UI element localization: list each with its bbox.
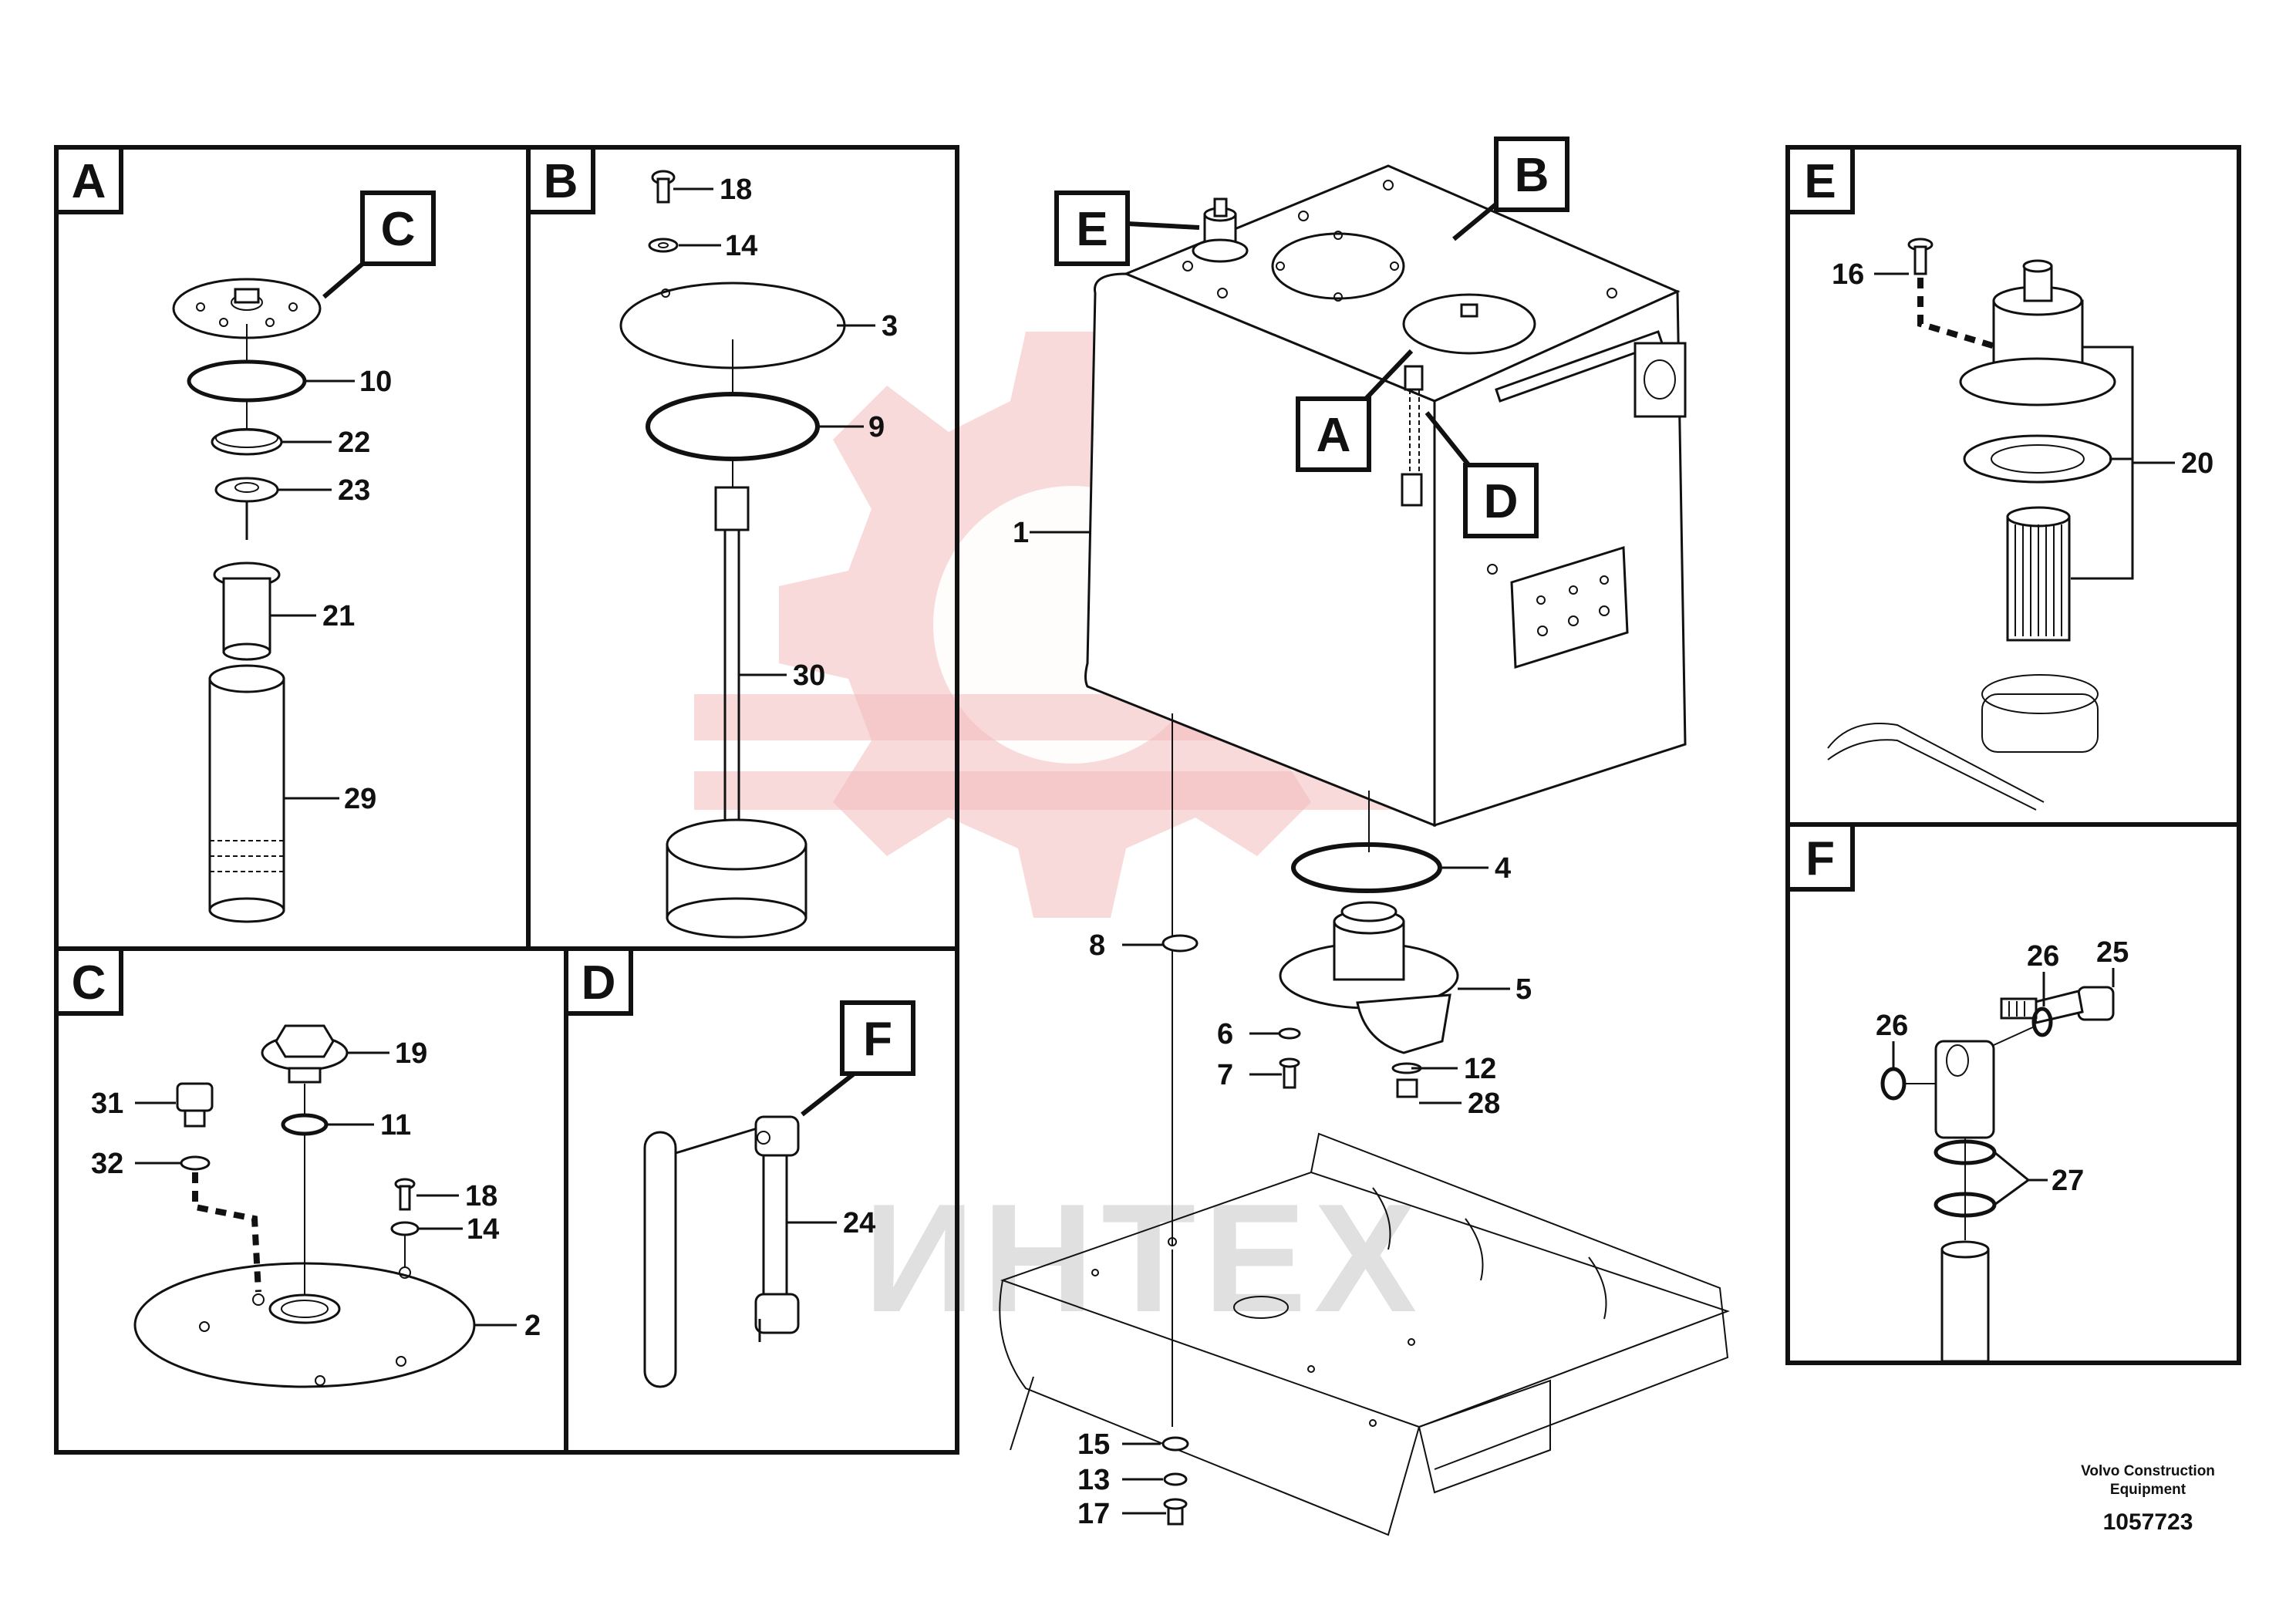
suction-labels: 4 5 8 6 7 12 28 1 <box>1013 517 1532 1120</box>
panel-a-frame <box>54 145 531 951</box>
panel-d-parts <box>643 1115 800 1388</box>
svg-text:17: 17 <box>1077 1498 1110 1530</box>
svg-text:F: F <box>863 1013 892 1066</box>
mounting-frame <box>999 1132 1730 1536</box>
svg-text:C: C <box>72 956 106 1010</box>
svg-text:7: 7 <box>1217 1059 1233 1091</box>
svg-text:14: 14 <box>467 1213 499 1246</box>
panel-b-parts <box>619 170 846 939</box>
svg-text:21: 21 <box>322 600 355 632</box>
svg-text:26: 26 <box>1876 1010 1908 1042</box>
panel-d-frame <box>564 946 959 1455</box>
panel-f-frame <box>1785 822 2241 1365</box>
callout-main-b[interactable]: B <box>1452 137 1569 241</box>
panel-b-title: B <box>526 145 595 214</box>
callout-panel-a-ref-c[interactable]: C <box>322 191 436 299</box>
svg-text:23: 23 <box>338 474 370 507</box>
panel-f-parts <box>1880 986 2115 1363</box>
panel-a-title: A <box>54 145 123 214</box>
svg-text:20: 20 <box>2181 447 2213 480</box>
svg-text:32: 32 <box>91 1148 123 1180</box>
panel-a-parts <box>172 278 322 923</box>
svg-text:18: 18 <box>465 1180 497 1212</box>
callout-main-d[interactable]: D <box>1424 411 1539 538</box>
panel-e-title: E <box>1785 145 1855 214</box>
svg-text:30: 30 <box>793 659 825 692</box>
svg-text:A: A <box>1317 409 1351 462</box>
callout-panel-d-ref-f[interactable]: F <box>801 1000 915 1117</box>
panel-c-title: C <box>54 946 123 1016</box>
panel-e-labels: 16 20 <box>1832 258 2213 480</box>
svg-text:16: 16 <box>1832 258 1864 291</box>
svg-text:13: 13 <box>1077 1464 1110 1496</box>
svg-text:15: 15 <box>1077 1428 1110 1461</box>
svg-text:D: D <box>1484 475 1519 528</box>
svg-text:19: 19 <box>395 1037 427 1070</box>
svg-text:1: 1 <box>1013 517 1029 549</box>
svg-text:A: A <box>72 155 106 208</box>
svg-text:5: 5 <box>1515 973 1532 1006</box>
suction-parts <box>1161 842 1459 1098</box>
svg-text:9: 9 <box>868 411 885 443</box>
svg-text:4: 4 <box>1495 852 1511 885</box>
svg-text:18: 18 <box>720 174 752 206</box>
panel-f-title: F <box>1785 822 1855 892</box>
svg-text:26: 26 <box>2027 940 2059 973</box>
panel-b-labels: 18 14 3 9 30 <box>673 174 898 692</box>
footer-block: Volvo Construction Equipment 1057723 <box>2081 1463 2215 1535</box>
panel-f-labels: 25 26 26 27 <box>1876 936 2129 1197</box>
svg-text:C: C <box>381 203 416 256</box>
svg-text:E: E <box>1804 155 1836 208</box>
svg-text:2: 2 <box>524 1310 541 1342</box>
panel-e-parts <box>1827 238 2134 811</box>
svg-text:6: 6 <box>1217 1018 1233 1050</box>
drawing-number: 1057723 <box>2103 1509 2193 1535</box>
svg-text:8: 8 <box>1089 929 1105 962</box>
svg-text:25: 25 <box>2096 936 2129 969</box>
panel-d-labels: 24 <box>787 1207 875 1239</box>
panel-c-labels: 19 11 31 32 18 14 2 <box>91 1037 541 1342</box>
svg-text:12: 12 <box>1464 1053 1496 1085</box>
svg-text:28: 28 <box>1468 1088 1500 1120</box>
svg-text:14: 14 <box>725 230 757 262</box>
svg-text:11: 11 <box>380 1109 411 1141</box>
svg-text:10: 10 <box>359 366 392 398</box>
maker-name-line2: Equipment <box>2110 1482 2186 1498</box>
panel-d-title: D <box>564 946 633 1016</box>
maker-name-line1: Volvo Construction <box>2081 1463 2215 1479</box>
callout-main-e[interactable]: E <box>1054 191 1200 266</box>
panel-e-frame <box>1785 145 2241 827</box>
svg-text:F: F <box>1805 832 1835 885</box>
callout-main-a[interactable]: A <box>1296 349 1414 472</box>
svg-text:24: 24 <box>843 1207 875 1239</box>
svg-text:27: 27 <box>2052 1165 2084 1197</box>
svg-text:B: B <box>1515 149 1549 202</box>
svg-text:31: 31 <box>91 1088 123 1120</box>
svg-text:22: 22 <box>338 427 370 459</box>
svg-text:3: 3 <box>882 310 898 342</box>
watermark-text: ИНТЕХ <box>864 1172 1424 1344</box>
frame-fastener-labels: 15 13 17 <box>1077 1428 1166 1530</box>
svg-text:D: D <box>582 956 616 1010</box>
svg-text:E: E <box>1076 203 1108 256</box>
svg-text:B: B <box>544 155 578 208</box>
hydraulic-tank <box>1084 164 1687 1246</box>
panel-a-labels: 10 22 23 21 29 <box>270 366 392 815</box>
svg-text:29: 29 <box>344 783 376 815</box>
frame-fasteners <box>1161 1436 1189 1526</box>
panel-c-parts <box>133 1024 476 1388</box>
